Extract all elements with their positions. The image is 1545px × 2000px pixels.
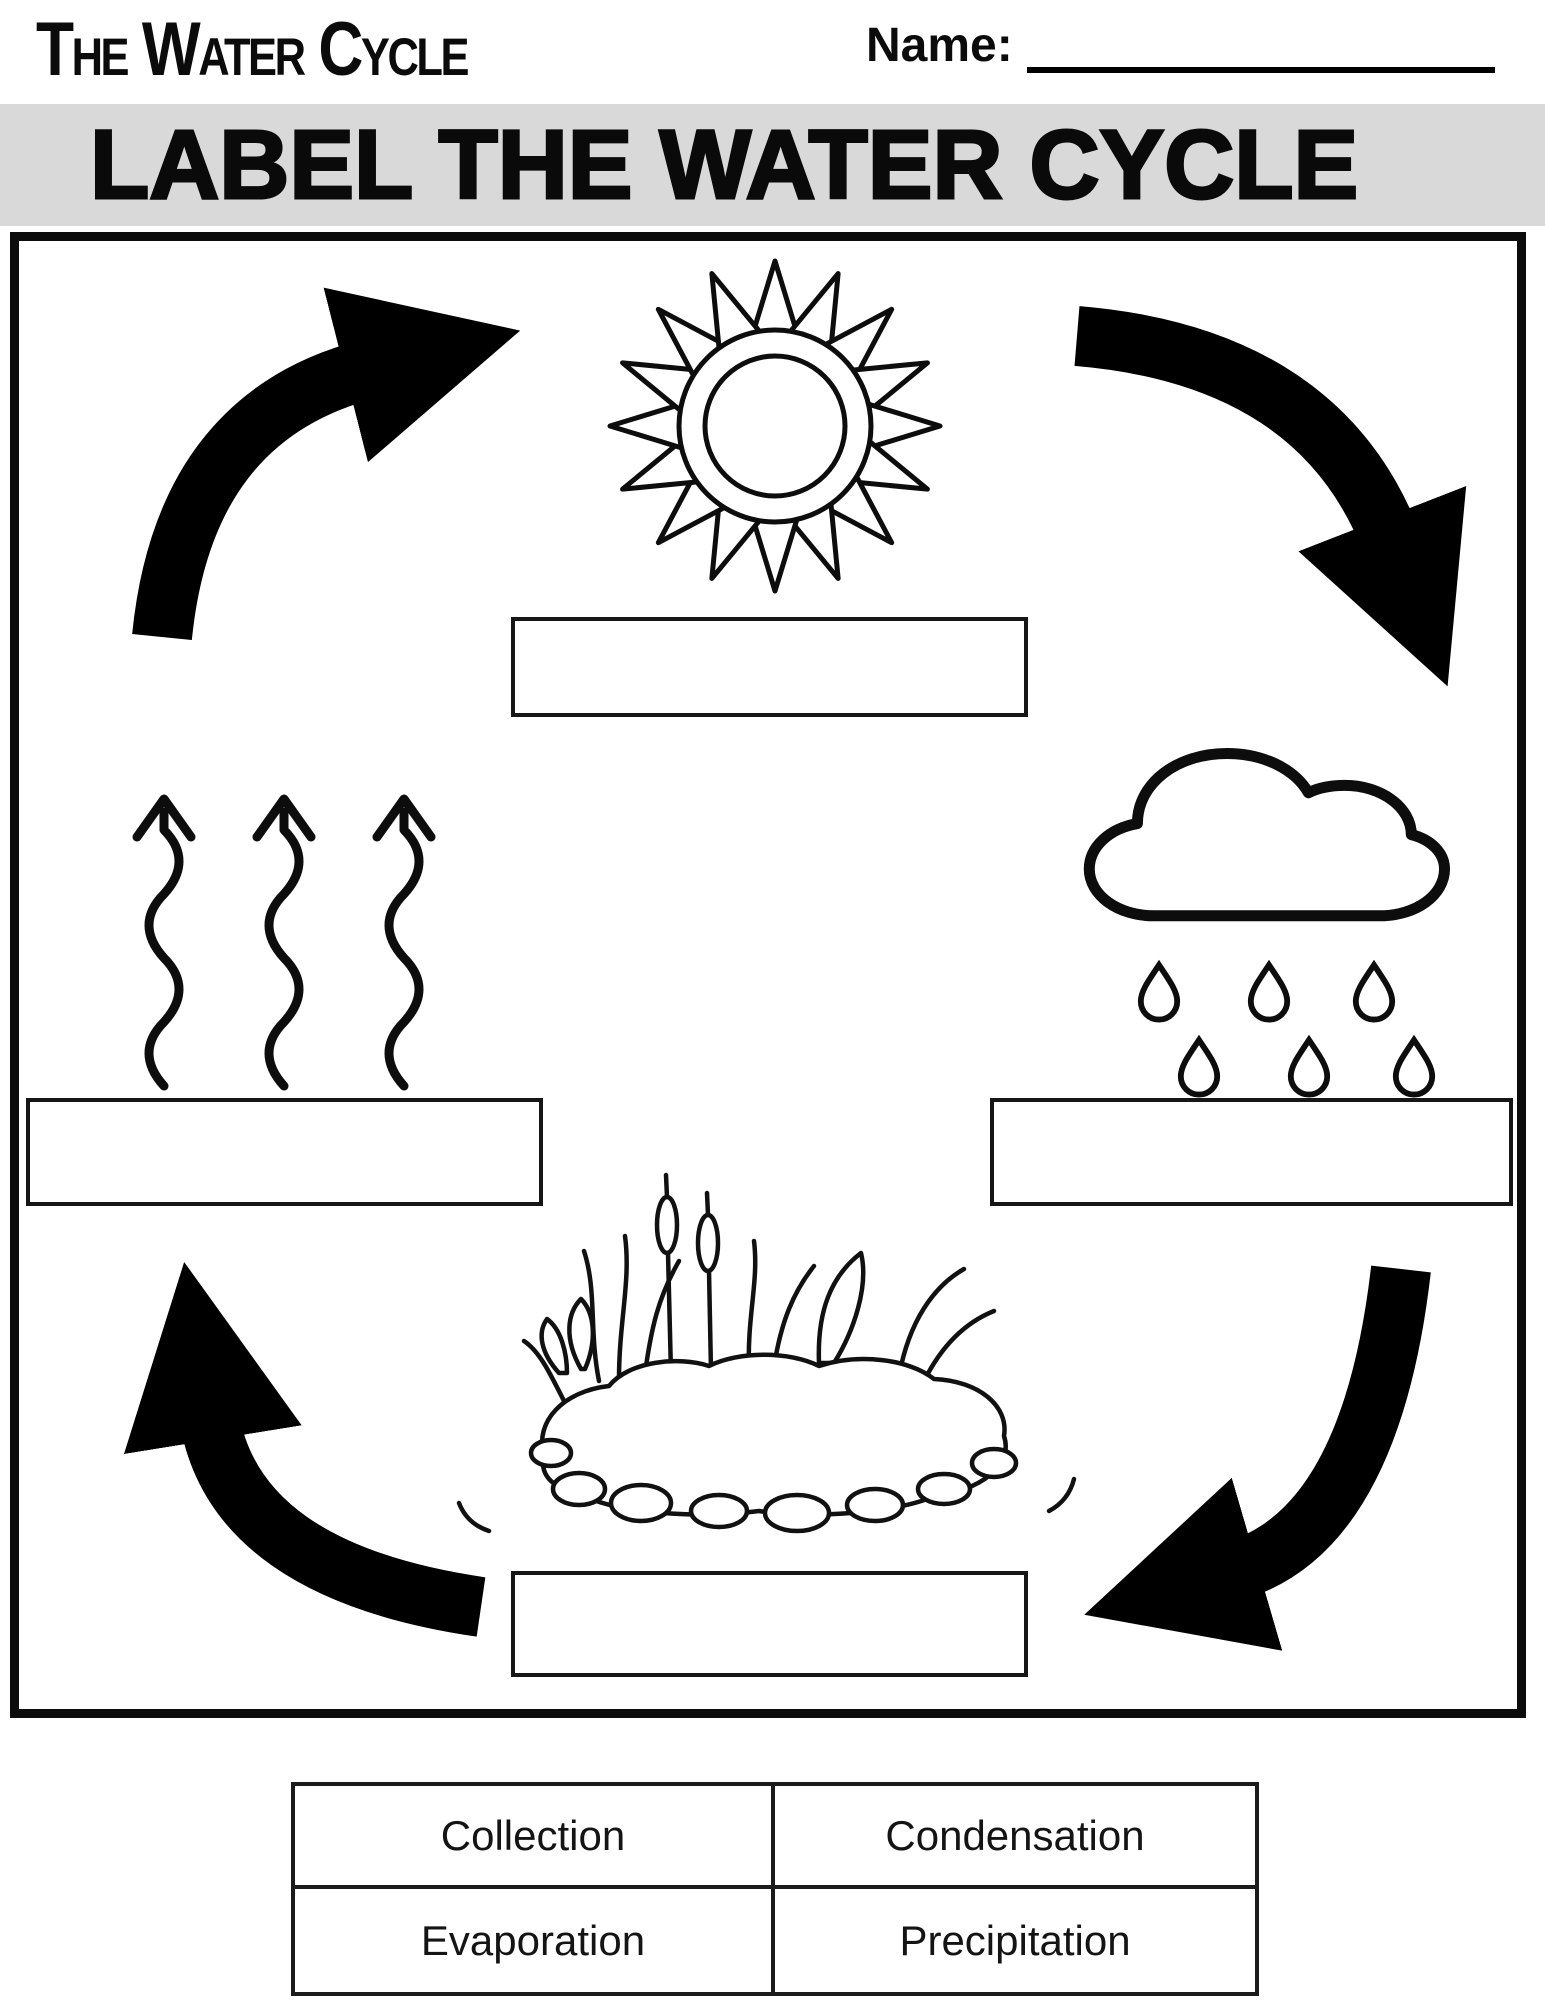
worksheet-title: The Water Cycle — [36, 7, 469, 92]
word-bank-item-precipitation[interactable]: Precipitation — [899, 1916, 1131, 1964]
rising-vapor-arrows-icon — [137, 799, 431, 1086]
answer-box-right[interactable] — [990, 1098, 1513, 1206]
answer-box-left[interactable] — [26, 1098, 543, 1206]
name-label: Name: — [866, 19, 1013, 72]
cycle-arrows — [123, 287, 1467, 1651]
pond-collection-icon — [456, 1172, 1077, 1534]
name-input-line[interactable] — [1026, 21, 1495, 73]
word-bank-item-evaporation[interactable]: Evaporation — [295, 1889, 775, 1992]
diagram-artwork — [123, 241, 1467, 1651]
banner: LABEL THE WATER CYCLE — [0, 104, 1545, 226]
sun-icon — [610, 261, 940, 591]
word-bank-table: Collection Condensation Evaporation Prec… — [291, 1782, 1259, 1996]
answer-box-top[interactable] — [511, 617, 1028, 717]
rain-cloud-icon — [1089, 753, 1444, 1094]
name-row: Name: — [866, 19, 1495, 73]
word-bank-item-condensation[interactable]: Condensation — [775, 1786, 1255, 1889]
raindrops-icon — [1141, 965, 1432, 1095]
answer-box-bottom[interactable] — [511, 1571, 1028, 1677]
word-bank-item-collection[interactable]: Collection — [295, 1786, 775, 1889]
water-cycle-diagram — [10, 232, 1526, 1718]
banner-title: LABEL THE WATER CYCLE — [88, 109, 1359, 221]
